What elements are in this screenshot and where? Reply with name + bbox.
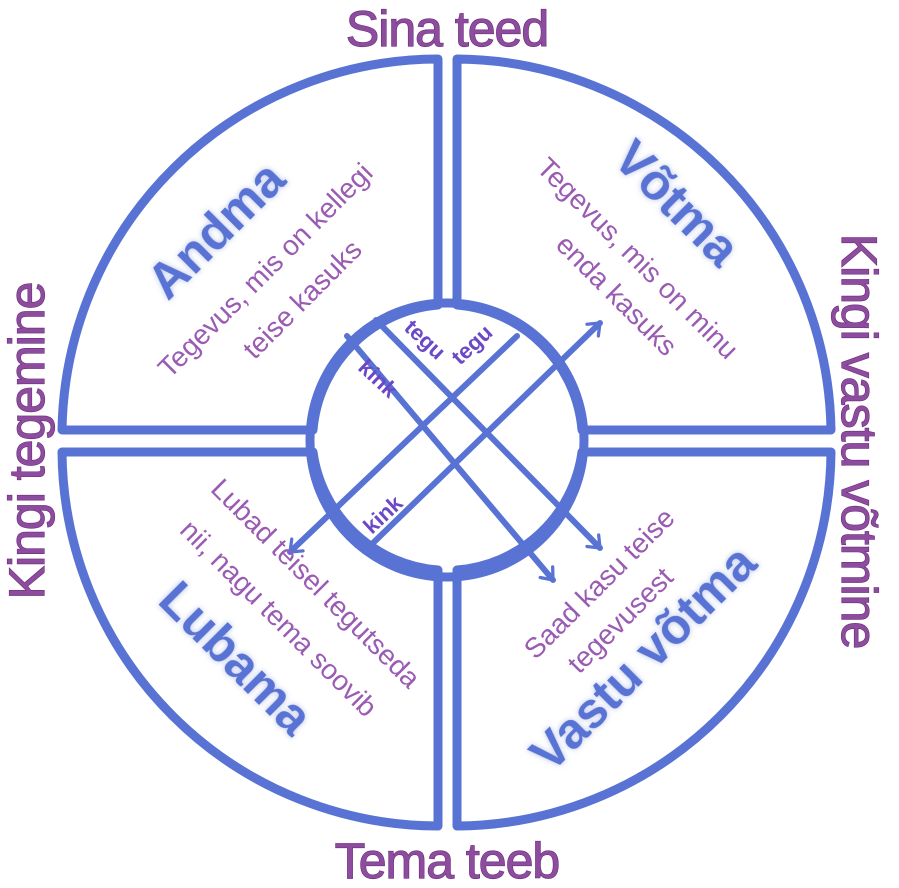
axis-label-right: Kingi vastu võtmine <box>831 234 887 649</box>
axis-label-top: Sina teed <box>346 1 548 57</box>
quadrant-bottom-right-outline <box>452 447 836 831</box>
center-tag-kink-lower: kink <box>358 490 408 539</box>
diagonal-line-right <box>287 333 520 555</box>
center-arrows <box>287 317 603 583</box>
quadrant-bottom-right: Saad kasu teise tegevusest Vastu võtma <box>518 502 768 782</box>
quadrant-bottom-left-outline <box>57 447 443 831</box>
axis-label-bottom: Tema teeb <box>335 833 559 888</box>
arrow-to-vastu-votma <box>373 317 603 551</box>
quadrant-outlines <box>57 54 836 831</box>
axis-label-left: Kingi tegemine <box>0 283 55 600</box>
quadrant-title-andma: Andma <box>136 149 296 309</box>
center-tag-tegu-left: tegu <box>400 315 451 365</box>
quadrant-title-vastu-votma: Vastu võtma <box>519 533 768 782</box>
center-circle <box>305 298 589 582</box>
diagonal-line-left <box>344 333 556 583</box>
